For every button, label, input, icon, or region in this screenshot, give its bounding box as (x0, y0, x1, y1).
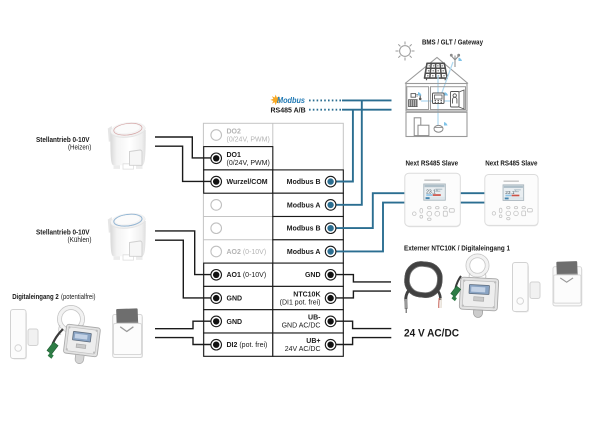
svg-text:GND: GND (227, 319, 243, 326)
svg-text:UB+: UB+ (306, 338, 320, 345)
svg-text:DO2: DO2 (227, 129, 242, 136)
svg-text:DI2 (pot. frei): DI2 (pot. frei) (227, 342, 268, 349)
svg-text:(Heizen): (Heizen) (68, 143, 91, 152)
svg-text:GND: GND (227, 296, 243, 303)
svg-text:AO1 (0-10V): AO1 (0-10V) (227, 272, 267, 279)
svg-text:Modbus B: Modbus B (287, 226, 321, 233)
svg-text:24V AC/DC: 24V AC/DC (285, 346, 321, 353)
svg-text:Next RS485 Slave: Next RS485 Slave (485, 159, 537, 168)
svg-text:NTC10K: NTC10K (293, 291, 320, 298)
svg-text:(Kühlen): (Kühlen) (68, 235, 92, 244)
svg-text:UB-: UB- (308, 315, 321, 322)
svg-text:(0/24V, PWM): (0/24V, PWM) (227, 137, 270, 144)
svg-text:(DI1 pot. frei): (DI1 pot. frei) (280, 299, 321, 306)
svg-text:Stellantrieb 0-10V: Stellantrieb 0-10V (36, 228, 90, 237)
svg-text:DO1: DO1 (227, 152, 242, 159)
svg-text:RS485 A/B: RS485 A/B (271, 107, 306, 114)
svg-text:BMS / GLT / Gateway: BMS / GLT / Gateway (422, 38, 484, 47)
svg-text:Externer NTC10K / Digitaleinga: Externer NTC10K / Digitaleingang 1 (404, 244, 510, 253)
svg-text:Modbus B: Modbus B (287, 179, 321, 186)
svg-text:(0/24V, PWM): (0/24V, PWM) (227, 160, 270, 167)
svg-text:(potentialfrei): (potentialfrei) (61, 292, 96, 301)
svg-text:24 V AC/DC: 24 V AC/DC (404, 328, 459, 340)
svg-text:Digitaleingang 2: Digitaleingang 2 (12, 292, 59, 301)
svg-text:Modbus: Modbus (277, 96, 306, 105)
svg-text:GND: GND (305, 272, 321, 279)
svg-text:Modbus A: Modbus A (287, 202, 321, 209)
svg-text:Next RS485 Slave: Next RS485 Slave (406, 159, 459, 168)
svg-text:Stellantrieb 0-10V: Stellantrieb 0-10V (36, 135, 90, 144)
svg-text:Wurzel/COM: Wurzel/COM (227, 179, 268, 186)
svg-text:Modbus A: Modbus A (287, 249, 321, 256)
svg-text:AO2 (0-10V): AO2 (0-10V) (227, 249, 267, 256)
svg-text:GND AC/DC: GND AC/DC (282, 323, 321, 330)
